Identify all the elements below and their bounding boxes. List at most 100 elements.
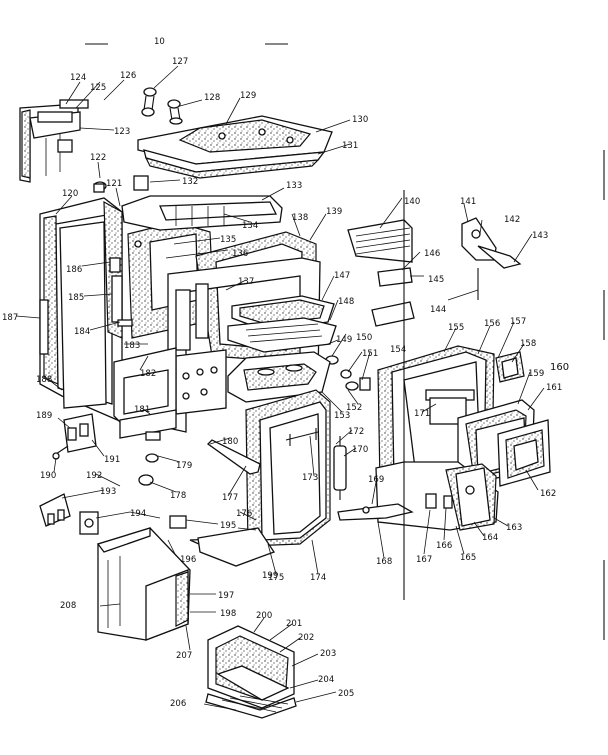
part-label: 190 [40, 471, 56, 481]
part-label: 136 [232, 249, 248, 259]
part-label: 124 [70, 73, 86, 83]
part-label: 145 [428, 275, 444, 285]
part-label: 157 [510, 317, 526, 327]
part-label: 197 [218, 591, 234, 601]
part-label: 152 [346, 403, 362, 413]
part-label: 186 [66, 265, 82, 275]
part-label: 171 [414, 409, 430, 419]
part-label: 198 [220, 609, 236, 619]
bracket-179 [145, 453, 159, 463]
part-label: 158 [520, 339, 536, 349]
part-label: 174 [310, 573, 326, 583]
part-label: 176 [236, 509, 252, 519]
part-label: 177 [222, 493, 238, 503]
part-label: 166 [436, 541, 452, 551]
part-label: 138 [292, 213, 308, 223]
broiler-pan [205, 625, 297, 719]
wall-plate-assembly [19, 99, 89, 183]
part-label: 149 [336, 335, 352, 345]
part-label: 140 [404, 197, 420, 207]
part-label: 134 [242, 221, 258, 231]
part-label: 187 [2, 313, 18, 323]
part-label: 202 [298, 633, 314, 643]
part-label: 193 [100, 487, 116, 497]
part-label: 200 [256, 611, 272, 621]
thermostat-knob-parts [141, 87, 183, 125]
part-label: 154 [390, 345, 406, 355]
part-label: 161 [546, 383, 562, 393]
part-label: 203 [320, 649, 336, 659]
part-label: 159 [528, 369, 544, 379]
part-label: 181 [134, 405, 150, 415]
diagram-number: 10 [154, 37, 165, 47]
part-label: 128 [204, 93, 220, 103]
part-label: 156 [484, 319, 500, 329]
part-label: 144 [430, 305, 446, 315]
part-label: 130 [352, 115, 368, 125]
part-label: 204 [318, 675, 334, 685]
oven-racks [227, 295, 337, 353]
broiler-burner [227, 351, 331, 403]
part-label: 126 [120, 71, 136, 81]
clip-part [93, 181, 107, 193]
part-label: 168 [376, 557, 392, 567]
part-label: 205 [338, 689, 354, 699]
part-label: 164 [482, 533, 498, 543]
part-label: 207 [176, 651, 192, 661]
part-label: 146 [424, 249, 440, 259]
part-label: 178 [170, 491, 186, 501]
part-label: 192 [86, 471, 102, 481]
part-label: 142 [504, 215, 520, 225]
part-label: 180 [222, 437, 238, 447]
part-label: 132 [182, 177, 198, 187]
part-label: 120 [62, 189, 78, 199]
part-label: 196 [180, 555, 196, 565]
part-label: 139 [326, 207, 342, 217]
part-label: 167 [416, 555, 432, 565]
part-label: 173 [302, 473, 318, 483]
small-fittings [39, 474, 154, 535]
part-label: 147 [334, 271, 350, 281]
part-label: 143 [532, 231, 548, 241]
right-door-assembly [337, 345, 551, 531]
part-label: 129 [240, 91, 256, 101]
part-label: 121 [106, 179, 122, 189]
cooktop-top [137, 115, 333, 179]
part-label: 169 [368, 475, 384, 485]
part-label: 188 [36, 375, 52, 385]
part-label: 172 [348, 427, 364, 437]
hinge-assembly [461, 217, 522, 300]
part-labels: 10 124 125 126 127 128 129 130 131 123 1… [2, 37, 569, 709]
leader-lines [15, 65, 545, 711]
part-label: 194 [130, 509, 146, 519]
part-label: 127 [172, 57, 188, 67]
part-label: 183 [124, 341, 140, 351]
oven-door [245, 389, 347, 547]
part-label: 170 [352, 445, 368, 455]
part-label: 199 [262, 571, 278, 581]
part-label: 175 [268, 573, 284, 583]
part-label: 162 [540, 489, 556, 499]
part-label: 131 [342, 141, 358, 151]
part-label: 182 [140, 369, 156, 379]
part-label: 179 [176, 461, 192, 471]
bracket-180 [145, 431, 161, 441]
part-label: 208 [60, 601, 76, 611]
part-label: 155 [448, 323, 464, 333]
pan-199 [197, 527, 275, 567]
part-label: 150 [356, 333, 372, 343]
part-label: 122 [90, 153, 106, 163]
part-label: 165 [460, 553, 476, 563]
part-label: 135 [220, 235, 236, 245]
part-label: 133 [286, 181, 302, 191]
small-bracket [133, 175, 149, 191]
part-label: 141 [460, 197, 476, 207]
part-label: 151 [362, 349, 378, 359]
valve-bracket [52, 413, 97, 460]
part-label: 201 [286, 619, 302, 629]
part-label: 163 [506, 523, 522, 533]
burner-parts [325, 355, 371, 391]
part-label: 184 [74, 327, 90, 337]
part-label: 191 [104, 455, 120, 465]
